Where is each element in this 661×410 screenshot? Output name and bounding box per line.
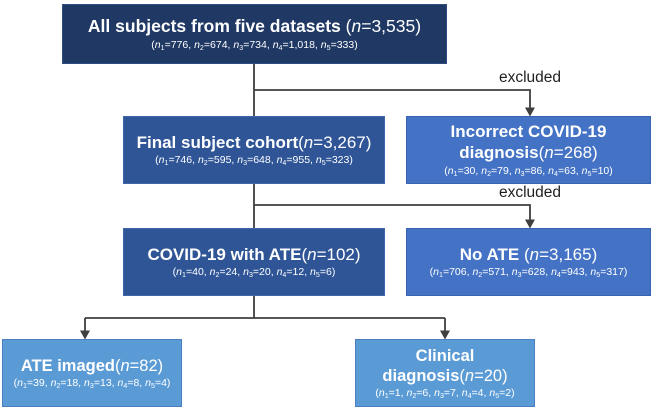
connector-excluded-1 [254, 89, 531, 109]
box-ate-imaged-title: ATE imaged(n=82) [20, 356, 164, 375]
arrowhead-excluded-1 [525, 107, 535, 117]
n-total: (n=3,267) [298, 132, 372, 152]
box-all-subjects: All subjects from five datasets (n=3,535… [62, 4, 447, 64]
n-total: (n=268) [538, 143, 598, 162]
arrowhead-clinical [440, 330, 450, 340]
box-clinical-diagnosis-title: Clinical diagnosis(n=20) [382, 346, 508, 385]
box-all-subjects-title: All subjects from five datasets (n=3,535… [87, 16, 422, 37]
box-incorrect-diagnosis-counts: (n1=30, n2=79, n3=86, n4=63, n5=10) [444, 164, 613, 178]
n-total: (n=20) [459, 367, 508, 385]
n-total: (n=102) [301, 244, 361, 264]
box-no-ate-title: No ATE (n=3,165) [459, 244, 598, 264]
box-no-ate-counts: (n1=706, n2=571, n3=628, n4=943, n5=317) [429, 266, 628, 280]
box-covid-with-ate-counts: (n1=40, n2=24, n3=20, n4=12, n5=6) [172, 266, 336, 280]
box-final-cohort: Final subject cohort(n=3,267) (n1=746, n… [123, 116, 385, 184]
box-incorrect-diagnosis-title: Incorrect COVID-19 diagnosis(n=268) [450, 122, 607, 162]
box-incorrect-diagnosis: Incorrect COVID-19 diagnosis(n=268) (n1=… [406, 116, 651, 184]
excluded-label-1: excluded [498, 69, 562, 86]
n-total: (n=3,535) [345, 16, 422, 37]
box-ate-imaged-counts: (n1=39, n2=18, n3=13, n4=8, n5=4) [13, 377, 171, 390]
box-ate-imaged: ATE imaged(n=82) (n1=39, n2=18, n3=13, n… [2, 339, 182, 407]
arrowhead-imaged [80, 330, 90, 340]
box-all-subjects-counts: (n1=776, n2=674, n3=734, n4=1,018, n5=33… [151, 38, 358, 52]
box-covid-with-ate: COVID-19 with ATE(n=102) (n1=40, n2=24, … [123, 228, 385, 296]
excluded-label-2: excluded [498, 184, 562, 201]
box-final-cohort-title: Final subject cohort(n=3,267) [136, 132, 372, 152]
box-final-cohort-counts: (n1=746, n2=595, n3=648, n4=955, n5=323) [155, 154, 353, 168]
box-clinical-diagnosis: Clinical diagnosis(n=20) (n1=1, n2=6, n3… [355, 339, 535, 407]
connector-excluded-2 [254, 204, 531, 221]
arrowhead-excluded-2 [525, 219, 535, 229]
box-clinical-diagnosis-counts: (n1=1, n2=6, n3=7, n4=4, n5=2) [375, 387, 515, 400]
box-no-ate: No ATE (n=3,165) (n1=706, n2=571, n3=628… [406, 228, 651, 296]
n-total: (n=82) [114, 356, 164, 375]
n-total: (n=3,165) [523, 244, 598, 264]
box-covid-with-ate-title: COVID-19 with ATE(n=102) [147, 244, 361, 264]
